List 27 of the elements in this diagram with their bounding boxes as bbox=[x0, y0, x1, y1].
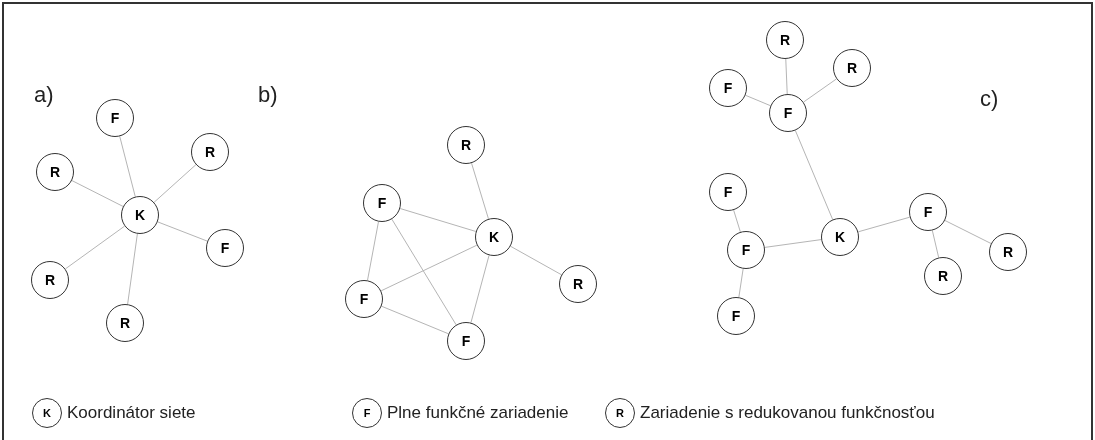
legend-text: Koordinátor siete bbox=[67, 404, 196, 421]
connector-line bbox=[471, 162, 489, 220]
connector-line bbox=[510, 245, 562, 276]
connector-line bbox=[391, 218, 457, 326]
panel-label: a) bbox=[34, 84, 54, 106]
connector-line bbox=[803, 78, 837, 103]
connector-line bbox=[399, 208, 477, 232]
panel-label: c) bbox=[980, 88, 999, 110]
connector-line bbox=[470, 254, 490, 324]
connector-line bbox=[794, 130, 834, 220]
connector-line bbox=[157, 221, 208, 242]
connector-line bbox=[64, 225, 126, 270]
connector-line bbox=[153, 164, 197, 203]
connector-line bbox=[785, 58, 788, 95]
connector-line bbox=[857, 216, 911, 233]
connector-line bbox=[367, 221, 379, 281]
connector-line bbox=[733, 209, 741, 233]
connector-line bbox=[764, 239, 822, 248]
connector-line bbox=[127, 233, 138, 305]
legend-text: Plne funkčné zariadenie bbox=[387, 404, 569, 421]
panel-label: b) bbox=[258, 84, 278, 106]
connector-line bbox=[745, 94, 771, 107]
connector-line bbox=[738, 268, 744, 298]
legend-text: Zariadenie s redukovanou funkčnosťou bbox=[640, 404, 935, 421]
connector-line bbox=[381, 305, 449, 335]
connector-line bbox=[931, 230, 940, 258]
connector-line bbox=[119, 135, 136, 198]
